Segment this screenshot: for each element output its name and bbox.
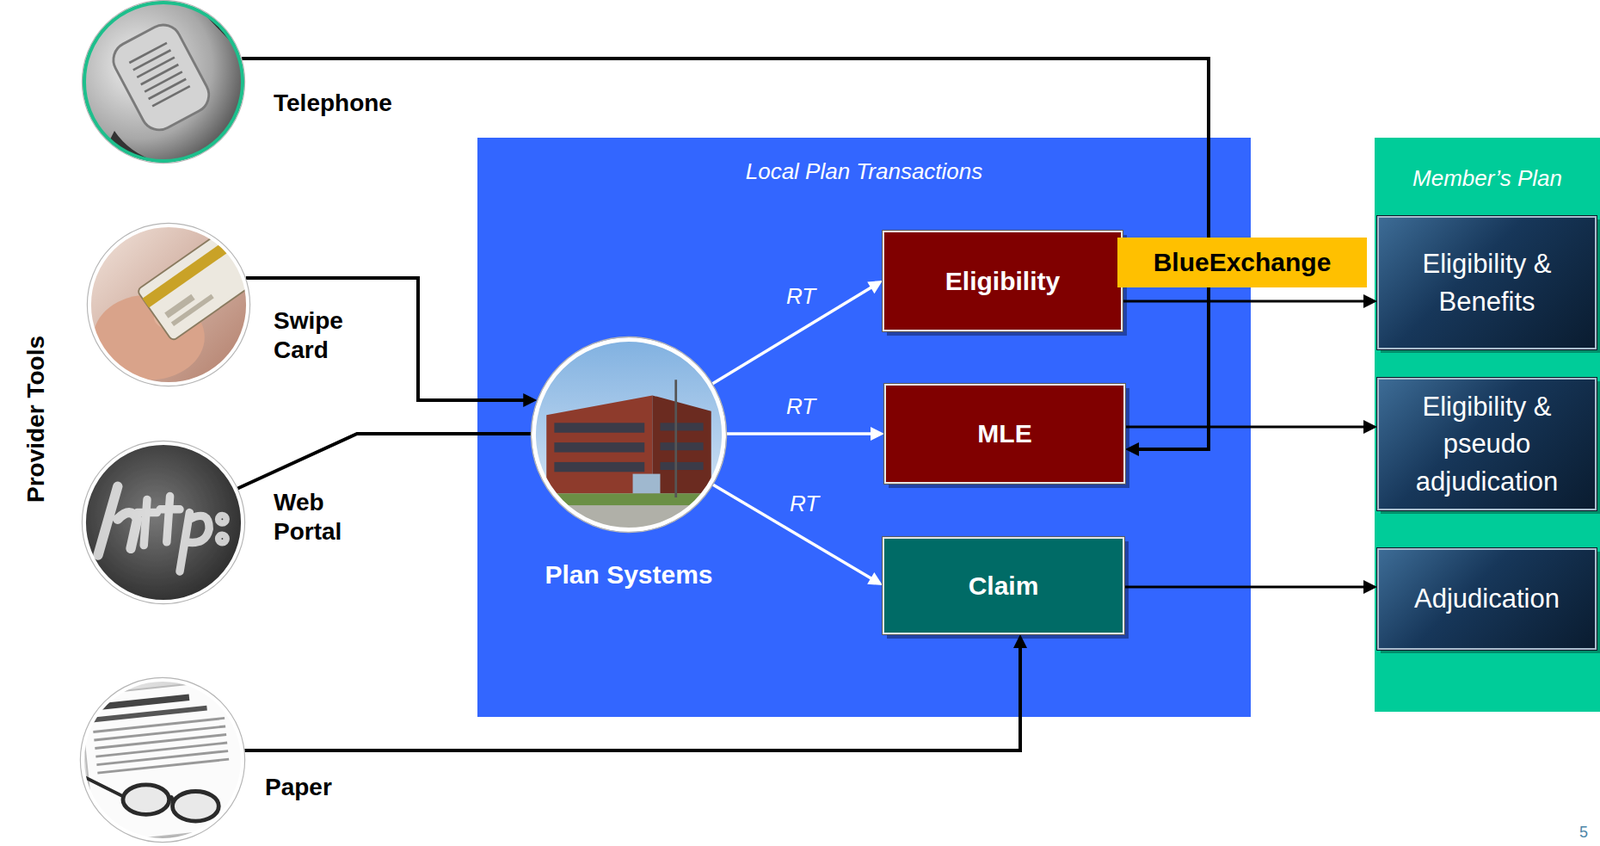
edge-label: RT — [786, 393, 816, 419]
tag-label: BlueExchange — [1153, 246, 1332, 278]
connector-line — [1122, 300, 1365, 303]
icon-label-holder: Web Portal — [273, 487, 342, 547]
member-plan-panel: Member’s PlanEligibility & BenefitsEligi… — [1374, 137, 1600, 712]
edge-label-holder: RT — [789, 491, 819, 517]
photo-illustration — [81, 0, 246, 164]
page-number-holder: 5 — [1579, 823, 1588, 843]
plan-systems-icon: Plan Systems — [530, 336, 727, 533]
telephone-icon: Telephone — [81, 0, 246, 164]
plan-process-box: Adjudication — [1377, 547, 1597, 650]
icon-label: Swipe Card — [273, 306, 344, 365]
box-label: MLE — [977, 418, 1032, 450]
icon-label-holder: Paper — [264, 772, 333, 802]
transaction-box: Claim — [882, 536, 1125, 634]
exchange-tag: BlueExchange — [1117, 237, 1367, 288]
icon-label-holder: Telephone — [273, 88, 393, 118]
panel-title: Member’s Plan — [1374, 165, 1600, 192]
swipe-card-icon: Swipe Card — [86, 222, 251, 387]
panel-title-holder: Local Plan Transactions — [477, 158, 1251, 185]
icon-label-holder: Plan Systems — [544, 559, 713, 591]
edge-label-holder: RT — [786, 283, 816, 309]
photo-illustration — [86, 222, 251, 387]
connector-line — [1125, 425, 1365, 429]
connector-line — [1124, 585, 1365, 589]
icon-label: Paper — [264, 772, 333, 802]
web-portal-icon: Web Portal — [81, 440, 246, 604]
paper-icon: Paper — [80, 676, 246, 843]
photo-illustration — [530, 336, 727, 533]
edge-label: RT — [786, 283, 816, 309]
icon-label: Telephone — [273, 88, 393, 118]
photo-illustration — [81, 440, 246, 604]
side-title: Provider Tools — [21, 335, 51, 503]
icon-label: Plan Systems — [544, 559, 713, 591]
side-title-holder: Provider Tools — [21, 335, 51, 503]
transaction-box: MLE — [884, 383, 1126, 484]
plan-process-box: Eligibility & Benefits — [1377, 215, 1597, 350]
connector-line — [726, 431, 872, 436]
transaction-box: Eligibility — [882, 230, 1123, 332]
edge-label: RT — [789, 491, 819, 517]
icon-label: Web Portal — [273, 487, 342, 547]
plan-process-box: Eligibility & pseudo adjudication — [1377, 377, 1597, 511]
box-label: Eligibility — [945, 265, 1060, 297]
panel-title: Local Plan Transactions — [477, 158, 1251, 185]
photo-illustration — [80, 676, 246, 843]
box-label: Adjudication — [1414, 579, 1560, 617]
box-label: Eligibility & pseudo adjudication — [1385, 387, 1588, 500]
edge-label-holder: RT — [786, 393, 816, 419]
panel-title-holder: Member’s Plan — [1374, 165, 1600, 192]
box-label: Claim — [968, 570, 1040, 602]
page-number: 5 — [1579, 823, 1588, 843]
icon-label-holder: Swipe Card — [273, 306, 344, 365]
box-label: Eligibility & Benefits — [1385, 245, 1588, 320]
